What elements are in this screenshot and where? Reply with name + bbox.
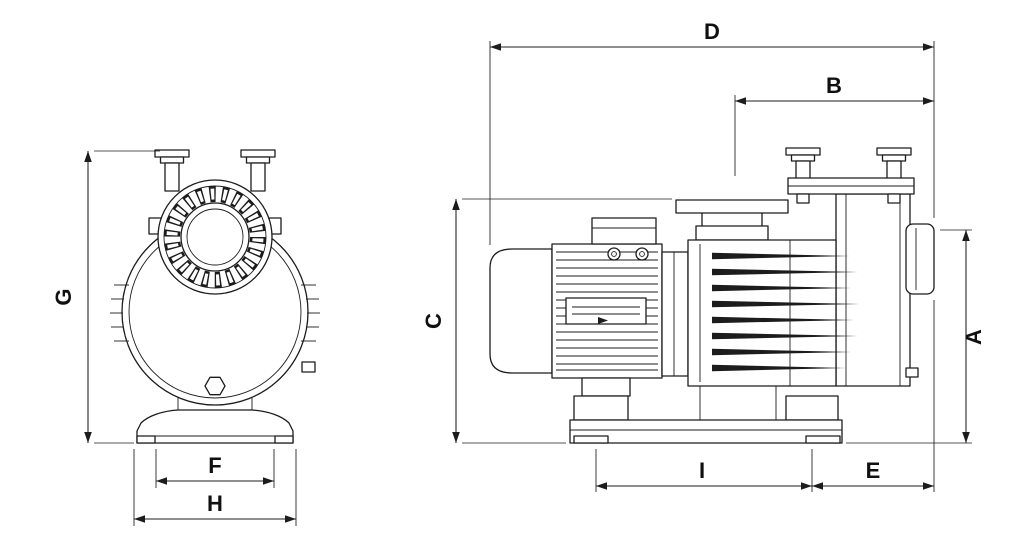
dim-label-c: C <box>421 313 446 329</box>
motor-nameplate <box>565 297 647 325</box>
motor-foot <box>581 377 631 397</box>
strainer-housing <box>785 147 919 387</box>
dimension-i: I <box>595 300 935 492</box>
union-fitting <box>154 149 190 192</box>
drain-plug-hex <box>204 376 226 396</box>
side-view <box>489 147 935 444</box>
pump-base-front <box>136 397 294 444</box>
dimension-annotations: G F H D B <box>51 19 986 526</box>
lid-slot-ring <box>164 186 266 288</box>
cable-gland <box>635 247 649 261</box>
dim-label-h: H <box>207 491 223 516</box>
motor <box>551 243 663 397</box>
dimension-c: C <box>421 198 672 444</box>
pump-bracket <box>661 251 689 377</box>
cooling-fins <box>712 252 860 372</box>
dim-label-a: A <box>961 329 986 345</box>
pump-body <box>687 239 860 387</box>
dim-label-d: D <box>704 19 720 44</box>
discharge-flange <box>675 199 789 241</box>
dimension-a: A <box>846 229 986 444</box>
dimension-g: G <box>51 150 160 444</box>
dim-label-b: B <box>826 73 842 98</box>
cable-gland <box>607 247 621 261</box>
motor-fan-cover <box>489 248 553 374</box>
front-view <box>110 149 320 444</box>
dim-label-i: I <box>699 458 705 483</box>
drain-boss <box>905 367 919 378</box>
dim-label-e: E <box>866 458 881 483</box>
dimension-d: D <box>489 19 935 245</box>
dimension-b: B <box>734 73 934 176</box>
pump-base-side <box>569 386 843 444</box>
strainer-lid <box>148 179 282 295</box>
rotation-arrow-icon <box>598 317 608 324</box>
casing-ribs <box>110 284 320 342</box>
drain-boss <box>301 361 316 373</box>
terminal-box <box>591 217 657 261</box>
suction-flange <box>905 223 935 295</box>
dim-label-f: F <box>208 453 221 478</box>
dim-label-g: G <box>51 288 76 305</box>
dimension-f: F <box>155 449 275 488</box>
dimension-h: H <box>133 449 297 526</box>
union-fitting <box>240 149 276 192</box>
dimension-e: E <box>812 458 934 490</box>
